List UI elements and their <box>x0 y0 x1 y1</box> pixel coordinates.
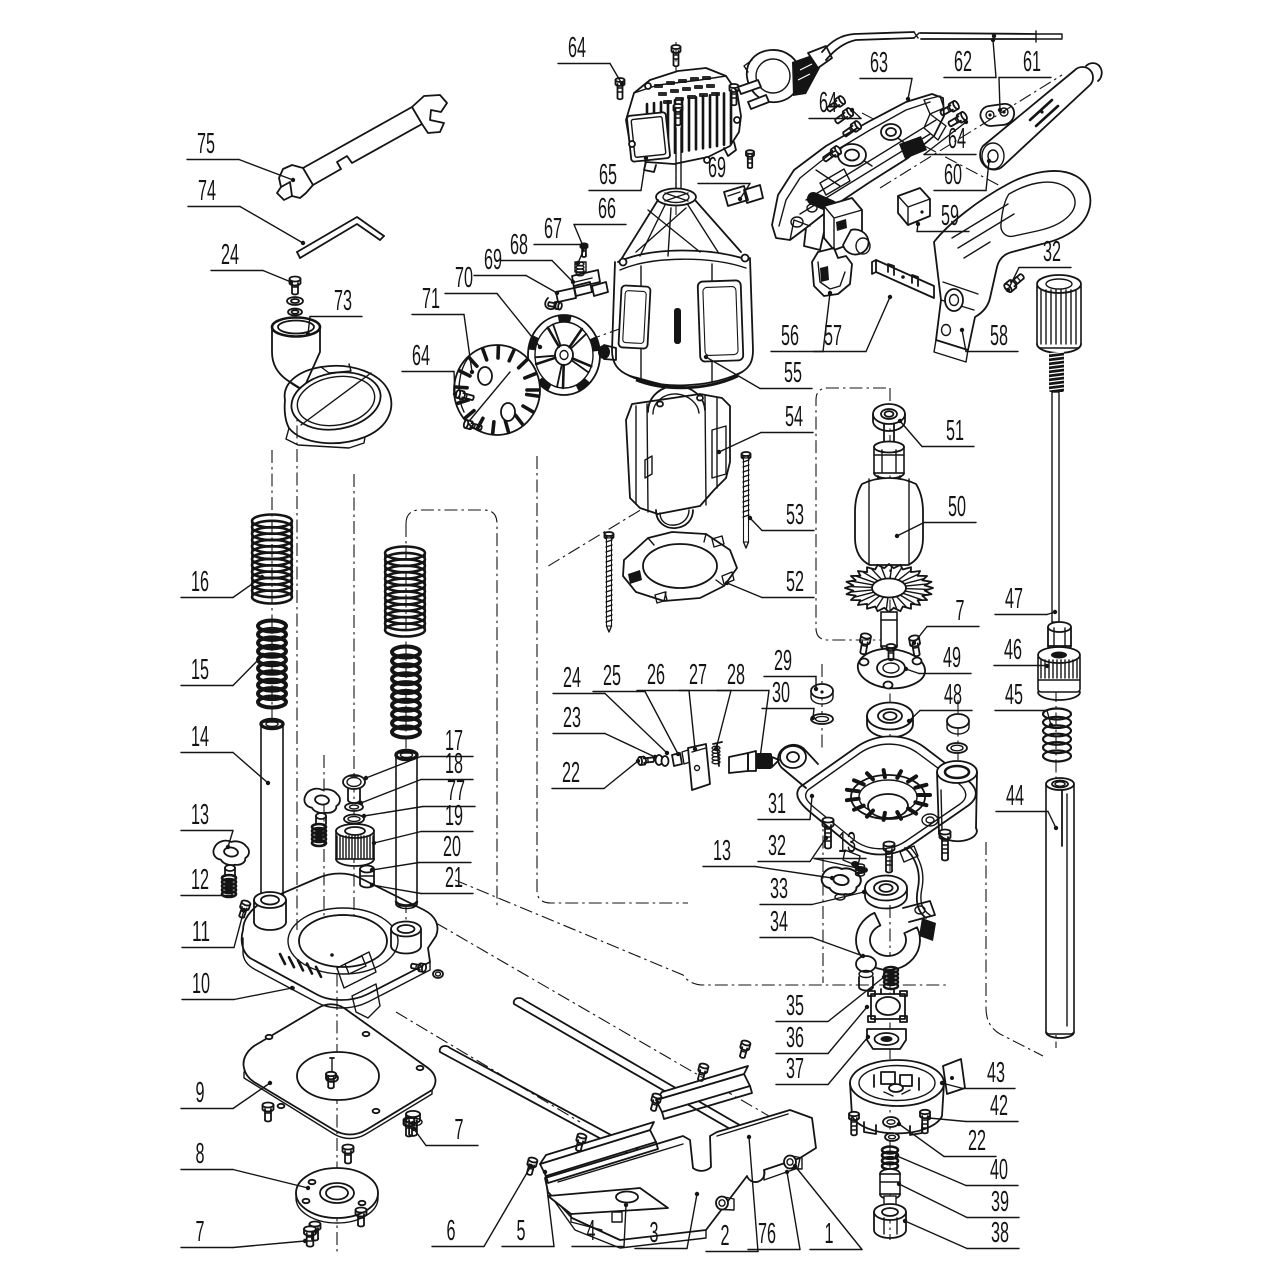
svg-text:29: 29 <box>774 645 792 677</box>
svg-text:64: 64 <box>819 87 837 119</box>
svg-text:68: 68 <box>510 229 528 261</box>
svg-text:14: 14 <box>191 721 209 753</box>
svg-text:48: 48 <box>944 679 962 711</box>
svg-text:4: 4 <box>587 1215 596 1247</box>
svg-text:32: 32 <box>768 830 786 862</box>
svg-text:46: 46 <box>1004 634 1022 666</box>
svg-text:5: 5 <box>517 1215 526 1247</box>
svg-text:44: 44 <box>1006 780 1024 812</box>
svg-text:75: 75 <box>197 128 215 160</box>
svg-text:22: 22 <box>562 757 580 789</box>
svg-text:32: 32 <box>1043 236 1061 268</box>
svg-text:39: 39 <box>991 1186 1009 1218</box>
svg-text:16: 16 <box>191 566 209 598</box>
svg-text:38: 38 <box>991 1217 1009 1249</box>
svg-text:64: 64 <box>568 32 586 64</box>
svg-text:65: 65 <box>599 159 617 191</box>
svg-text:17: 17 <box>445 725 463 757</box>
svg-text:52: 52 <box>786 566 804 598</box>
svg-text:63: 63 <box>870 47 888 79</box>
svg-text:71: 71 <box>422 283 440 315</box>
svg-text:35: 35 <box>786 990 804 1022</box>
svg-text:67: 67 <box>544 213 562 245</box>
svg-text:61: 61 <box>1023 46 1041 78</box>
svg-text:26: 26 <box>647 659 665 691</box>
svg-text:55: 55 <box>784 357 802 389</box>
svg-text:25: 25 <box>603 660 621 692</box>
svg-text:1: 1 <box>825 1218 834 1250</box>
svg-text:45: 45 <box>1005 679 1023 711</box>
svg-text:70: 70 <box>455 262 473 294</box>
svg-text:59: 59 <box>941 200 959 232</box>
svg-text:53: 53 <box>786 499 804 531</box>
svg-text:36: 36 <box>786 1022 804 1054</box>
svg-text:28: 28 <box>727 659 745 691</box>
svg-text:13: 13 <box>838 827 856 859</box>
svg-text:27: 27 <box>689 659 707 691</box>
svg-text:13: 13 <box>191 799 209 831</box>
svg-text:11: 11 <box>192 916 210 948</box>
svg-text:77: 77 <box>447 775 465 807</box>
svg-text:7: 7 <box>956 595 965 627</box>
svg-text:19: 19 <box>445 800 463 832</box>
svg-text:31: 31 <box>768 788 786 820</box>
svg-text:3: 3 <box>650 1217 659 1249</box>
svg-text:62: 62 <box>954 46 972 78</box>
svg-text:64: 64 <box>948 123 966 155</box>
svg-text:6: 6 <box>447 1215 456 1247</box>
svg-text:15: 15 <box>191 654 209 686</box>
svg-text:21: 21 <box>445 862 463 894</box>
svg-text:60: 60 <box>944 159 962 191</box>
svg-text:20: 20 <box>443 831 461 863</box>
svg-text:33: 33 <box>770 873 788 905</box>
svg-text:76: 76 <box>758 1218 776 1250</box>
svg-text:64: 64 <box>412 340 430 372</box>
svg-text:43: 43 <box>987 1057 1005 1089</box>
svg-text:57: 57 <box>824 320 842 352</box>
svg-text:10: 10 <box>192 968 210 1000</box>
svg-text:54: 54 <box>785 401 803 433</box>
svg-text:69: 69 <box>484 244 502 276</box>
svg-text:42: 42 <box>990 1090 1008 1122</box>
svg-text:51: 51 <box>946 415 964 447</box>
svg-text:24: 24 <box>563 662 581 694</box>
svg-text:50: 50 <box>948 491 966 523</box>
svg-text:9: 9 <box>196 1077 205 1109</box>
svg-text:69: 69 <box>708 152 726 184</box>
svg-text:73: 73 <box>334 285 352 317</box>
svg-text:30: 30 <box>772 677 790 709</box>
svg-text:47: 47 <box>1005 583 1023 615</box>
svg-text:2: 2 <box>721 1220 730 1252</box>
svg-text:24: 24 <box>221 239 239 271</box>
svg-text:22: 22 <box>968 1125 986 1157</box>
svg-text:7: 7 <box>455 1114 464 1146</box>
svg-text:23: 23 <box>563 702 581 734</box>
svg-text:40: 40 <box>990 1154 1008 1186</box>
svg-text:34: 34 <box>770 906 788 938</box>
svg-text:18: 18 <box>445 748 463 780</box>
svg-text:13: 13 <box>713 835 731 867</box>
svg-text:8: 8 <box>196 1138 205 1170</box>
svg-text:74: 74 <box>198 175 216 207</box>
svg-text:12: 12 <box>191 864 209 896</box>
svg-text:66: 66 <box>598 193 616 225</box>
svg-text:7: 7 <box>196 1216 205 1248</box>
svg-text:58: 58 <box>990 320 1008 352</box>
svg-text:56: 56 <box>781 320 799 352</box>
svg-text:49: 49 <box>943 642 961 674</box>
svg-text:37: 37 <box>786 1053 804 1085</box>
